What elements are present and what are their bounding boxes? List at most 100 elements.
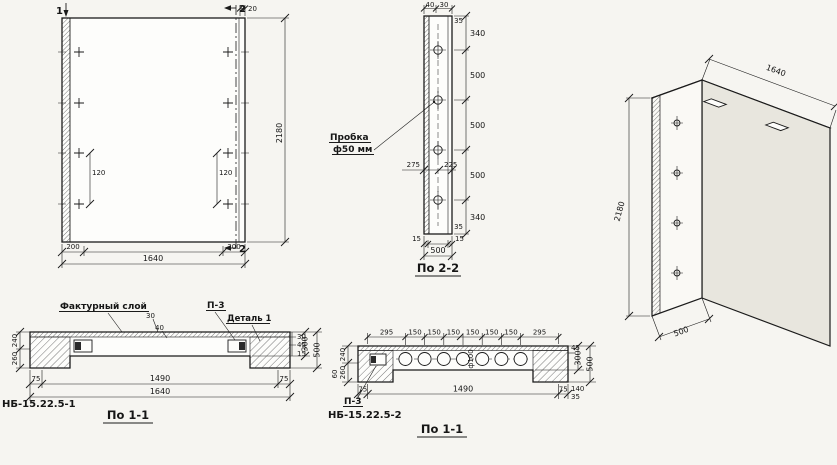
dim-ticks [343,341,353,387]
extension-lines [29,370,291,401]
dim-ticks [280,13,290,247]
dim-500-label: 500 [586,356,595,371]
embedded-plate-anchor [371,356,376,363]
dim-295-left-label: 295 [380,329,393,337]
hatch-region-right [532,350,569,383]
front-elevation-view: 120 120 200 200 1640 2180 20 1 2 2 [56,3,290,269]
extension-lines [16,331,30,369]
dim-leader [161,330,168,339]
dim-500-label: 500 [313,342,322,357]
section-2-2-view: 40 30 340 500 500 500 340 35 35 275 225 … [329,1,485,277]
extension-lines [454,15,469,235]
plug-callout-line1: Пробка [330,132,369,143]
dim-200-right-label: 200 [227,243,240,251]
plan-section-1-view: Фактурный слой П-3 Деталь 1 30 40 240 26… [2,301,322,424]
extension-lines [626,97,650,317]
plug-cross-marks [74,47,233,209]
dim-150-label: 150 [428,329,441,337]
chain-500-label: 500 [470,171,485,180]
edge-tick-marks [58,51,249,205]
hole-circle [417,352,432,366]
chain-500-label: 500 [470,71,485,80]
dim-300-label: 300 [574,350,583,365]
dim-75-right-label: 75 [280,375,289,383]
dim-ticks [15,327,25,373]
p3-callout: П-3 [344,397,362,407]
embedded-plate-anchor [239,342,245,350]
extension-lines [342,345,358,383]
dim-75-left-label: 75 [358,386,367,394]
hole-circle [398,352,413,366]
dim-ticks [85,148,222,209]
dim-line-1640 [708,58,836,107]
plug-holes [430,41,446,209]
section-mark-2-top: 2 [239,4,246,15]
dim-ticks [25,379,295,402]
dim-295-right-label: 295 [533,329,546,337]
edge-plug-marks [671,116,683,280]
dim-1640-label: 1640 [765,63,787,79]
dim-150-label: 150 [466,329,479,337]
dim-45-right-label: 45 [297,341,306,349]
dim-35-top-label: 35 [454,17,463,25]
dim-ticks [419,165,457,175]
view-title-plan1: По 1-1 [107,408,149,422]
chain-500-label: 500 [470,121,485,130]
section-mark-2-bottom: 2 [239,244,246,255]
facing-layer-strip [61,17,71,243]
callout-leader-dot [432,100,436,104]
dim-275-label: 275 [407,161,420,169]
hole-diameter-label: ф100 [467,349,475,368]
callout-leader-line [214,311,236,341]
part-mark-nb-15-22-5-2: НБ-15.22.5-2 [328,410,402,421]
dim-120-right-label: 120 [219,169,232,177]
dim-30-label: 30 [146,312,155,320]
facing-layer-strip [423,15,430,235]
dim-120-left-label: 120 [92,169,105,177]
view-title-section-2-2: По 2-2 [417,261,459,275]
chain-340-top-label: 340 [470,29,485,38]
embedded-plate-anchor [75,342,81,350]
hatch-region-left [29,336,71,369]
chain-340-bottom-label: 340 [470,213,485,222]
extension-lines [357,384,569,399]
dim-ticks [704,54,837,111]
dim-leader [152,318,159,333]
dim-ticks [420,5,456,12]
cut-arrow-head-top [224,5,231,11]
dim-1490-label: 1490 [453,385,473,394]
dim-ticks [419,240,457,261]
hole-circle [513,352,528,366]
extension-lines [535,345,596,383]
dim-30-label: 30 [440,1,449,9]
dim-ticks [57,247,250,269]
hole-circle [494,352,509,366]
dim-line-500 [658,318,710,338]
dim-30-right-label: 30 [297,333,306,341]
dim-15-right-label: 15 [297,350,306,358]
dim-260-label: 260 [339,366,347,379]
dim-150-label: 150 [504,329,517,337]
dim-500-label: 500 [430,246,445,255]
facing-layer-callout: Фактурный слой [60,302,147,312]
view-title-plan2: По 1-1 [421,422,463,436]
dim-15-left-label: 15 [412,235,421,243]
dim-1640-label: 1640 [143,254,163,263]
large-face [701,79,831,347]
dim-35-bottom-label: 35 [454,223,463,231]
callout-leader-line [107,312,123,333]
hole-circle [436,352,451,366]
round-holes [398,352,528,366]
dim-150-label: 150 [485,329,498,337]
dim-ticks [461,11,471,239]
section-mark-1: 1 [56,6,63,17]
lifting-slot [702,98,728,108]
dim-20-label: 20 [248,5,257,13]
dim-40-label: 40 [426,1,435,9]
dim-2180-label: 2180 [275,123,284,143]
dim-150-label: 150 [408,329,421,337]
dim-ticks [236,5,249,12]
p3-callout: П-3 [207,301,225,311]
